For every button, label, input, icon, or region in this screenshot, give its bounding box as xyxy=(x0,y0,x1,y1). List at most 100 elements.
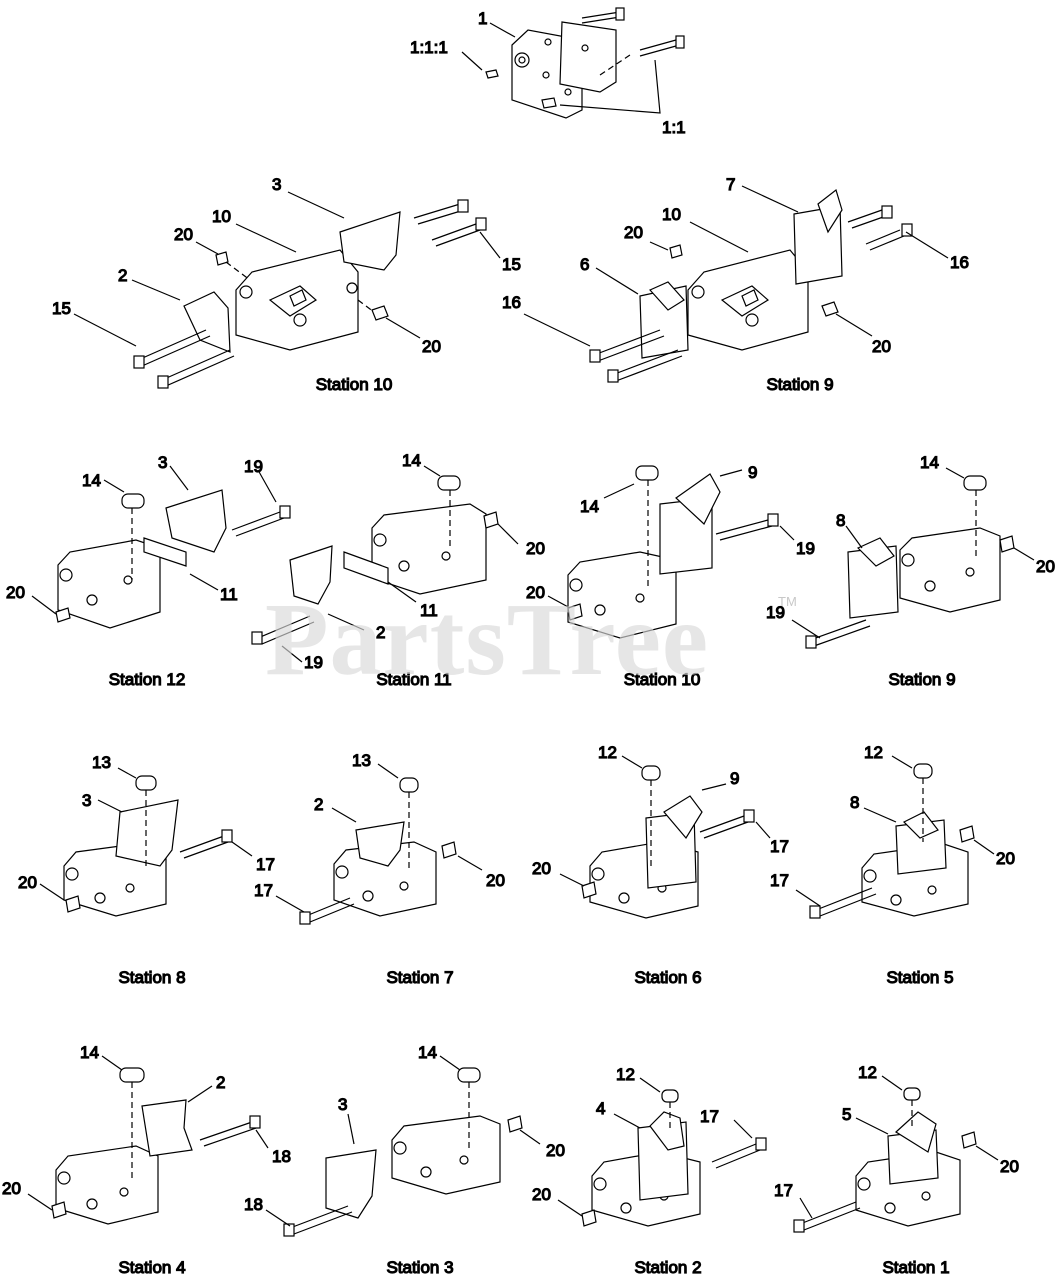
station-1: 12 5 20 17 Station 1 xyxy=(773,1062,1019,1277)
station-3-callout-3: 3 xyxy=(338,1095,347,1114)
station-9-small-callout-20: 20 xyxy=(1036,557,1055,576)
station-5-callout-8: 8 xyxy=(850,793,859,812)
station-9-small-leaders xyxy=(791,467,1035,639)
station-9-large-title: Station 9 xyxy=(766,375,833,394)
station-4-callout-2: 2 xyxy=(216,1073,225,1092)
station-1-callout-20: 20 xyxy=(1000,1157,1019,1176)
station-5-callout-17: 17 xyxy=(770,871,789,890)
station-6-callout-12: 12 xyxy=(598,743,617,762)
station-2-callout-12: 12 xyxy=(616,1065,635,1084)
station-9-large-callout-20a: 20 xyxy=(624,223,643,242)
station-3: 14 3 20 18 Station 3 xyxy=(243,1042,565,1277)
station-6-callout-9: 9 xyxy=(730,769,739,788)
station-11-callout-2: 2 xyxy=(376,623,385,642)
station-11: 14 20 11 2 19 Station 11 xyxy=(251,450,546,690)
station-1-title: Station 1 xyxy=(882,1258,949,1277)
top-assembly: 1 1:1:1 1:1 xyxy=(409,7,686,138)
station-5: 12 8 20 17 Station 5 xyxy=(769,742,1015,987)
station-8-leaders xyxy=(39,767,253,901)
station-4-title: Station 4 xyxy=(118,1258,185,1277)
station-2-callout-17: 17 xyxy=(700,1107,719,1126)
top-callout-1-1-1: 1:1:1 xyxy=(410,38,448,57)
top-assembly-drawing xyxy=(485,7,685,119)
station-6-callout-17: 17 xyxy=(770,837,789,856)
station-9-large-callout-20b: 20 xyxy=(872,337,891,356)
station-10-large-title: Station 10 xyxy=(316,375,393,394)
station-4-callout-20: 20 xyxy=(2,1179,21,1198)
station-3-callout-20: 20 xyxy=(546,1141,565,1160)
station-10-small-callout-9: 9 xyxy=(748,463,757,482)
station-9-large-callout-10: 10 xyxy=(662,205,681,224)
station-7-leaders xyxy=(275,763,483,913)
station-3-drawing xyxy=(283,1067,523,1237)
station-2-drawing xyxy=(581,1089,767,1227)
station-4: 14 2 18 20 Station 4 xyxy=(1,1042,291,1277)
station-3-callout-18: 18 xyxy=(244,1195,263,1214)
station-7-callout-17: 17 xyxy=(254,881,273,900)
station-9-small-drawing xyxy=(805,475,1015,649)
watermark-trademark: TM xyxy=(778,594,797,609)
station-7-title: Station 7 xyxy=(386,968,453,987)
station-10-large-callout-10: 10 xyxy=(212,207,231,226)
station-11-leaders xyxy=(281,465,519,663)
station-10-small-callout-20: 20 xyxy=(526,583,545,602)
station-9-large-callout-7: 7 xyxy=(726,175,735,194)
station-9-large-callout-16b: 16 xyxy=(502,293,521,312)
station-10-large: 3 10 20 15 2 15 20 Station 10 xyxy=(51,174,521,394)
station-4-callout-14: 14 xyxy=(80,1043,99,1062)
station-9-large-drawing xyxy=(589,188,913,383)
station-5-callout-20: 20 xyxy=(996,849,1015,868)
station-7-callout-13: 13 xyxy=(352,751,371,770)
station-1-callout-12: 12 xyxy=(858,1063,877,1082)
station-9-small-title: Station 9 xyxy=(888,670,955,689)
station-10-large-callout-15a: 15 xyxy=(502,255,521,274)
top-assembly-leaders xyxy=(461,22,661,114)
station-10-large-callout-15b: 15 xyxy=(52,299,71,318)
station-5-callout-12: 12 xyxy=(864,743,883,762)
station-6: 12 9 17 20 Station 6 xyxy=(531,742,789,987)
station-1-leaders xyxy=(799,1075,999,1219)
station-10-large-callout-3: 3 xyxy=(272,175,281,194)
station-3-callout-14: 14 xyxy=(418,1043,437,1062)
station-8-callout-13: 13 xyxy=(92,753,111,772)
station-11-title: Station 11 xyxy=(376,670,451,689)
station-3-leaders xyxy=(265,1055,541,1227)
station-2-leaders xyxy=(557,1077,753,1217)
station-10-large-leaders xyxy=(73,191,501,347)
station-10-large-callout-2: 2 xyxy=(118,266,127,285)
station-11-callout-11: 11 xyxy=(420,601,438,620)
station-10-large-drawing xyxy=(133,199,487,389)
station-6-drawing xyxy=(581,765,755,919)
station-10-small-leaders xyxy=(547,469,795,609)
station-12-callout-3: 3 xyxy=(158,453,167,472)
station-11-callout-20: 20 xyxy=(526,539,545,558)
station-10-small-callout-14: 14 xyxy=(580,497,599,516)
station-5-drawing xyxy=(809,763,975,919)
station-11-callout-19: 19 xyxy=(304,653,323,672)
station-9-small-callout-19: 19 xyxy=(766,603,785,622)
station-12-title: Station 12 xyxy=(109,670,186,689)
station-2-callout-20: 20 xyxy=(532,1185,551,1204)
station-8-title: Station 8 xyxy=(118,968,185,987)
station-12-callout-20: 20 xyxy=(6,583,25,602)
top-callout-1: 1 xyxy=(478,9,487,28)
station-2-callout-4: 4 xyxy=(596,1099,605,1118)
station-12-callout-19: 19 xyxy=(244,457,263,476)
station-1-callout-17: 17 xyxy=(774,1181,793,1200)
station-12-drawing xyxy=(55,489,291,629)
station-9-small-callout-8: 8 xyxy=(836,511,845,530)
station-9-small-callout-14: 14 xyxy=(920,453,939,472)
station-8-callout-17: 17 xyxy=(256,855,275,874)
station-6-title: Station 6 xyxy=(634,968,701,987)
station-10-small-drawing xyxy=(567,465,779,639)
station-10-small-callout-19: 19 xyxy=(796,539,815,558)
partstree-watermark: PartsTree xyxy=(265,582,710,697)
station-6-leaders xyxy=(559,755,771,887)
station-11-callout-14: 14 xyxy=(402,451,421,470)
station-7-callout-2: 2 xyxy=(314,795,323,814)
station-9-large-leaders xyxy=(523,185,949,347)
station-10-large-callout-20a: 20 xyxy=(174,225,193,244)
station-7-callout-20: 20 xyxy=(486,871,505,890)
station-12-leaders xyxy=(31,465,277,615)
